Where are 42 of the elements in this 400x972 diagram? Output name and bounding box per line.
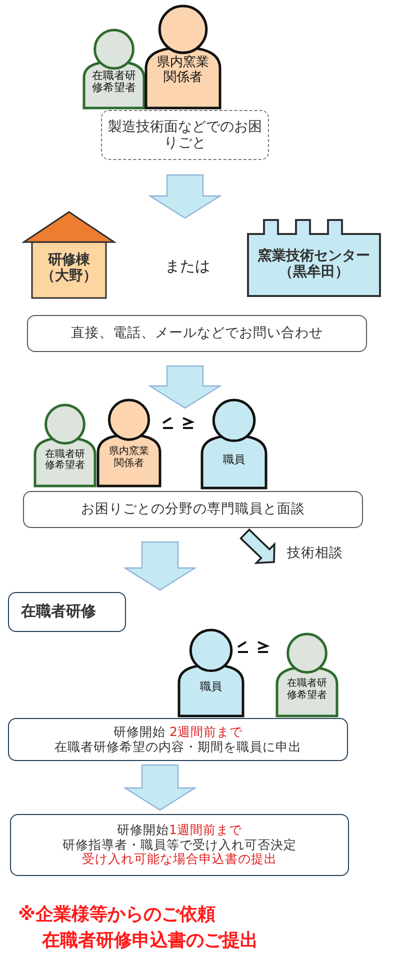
house-shape bbox=[24, 212, 114, 298]
person-figure bbox=[200, 398, 268, 488]
note-text: 在職者研修申込書のご提出 bbox=[42, 929, 258, 952]
person-label: 県内窯業関係者 bbox=[108, 446, 150, 470]
box-text: 研修開始1週間前まで bbox=[117, 823, 242, 838]
person-figure bbox=[177, 628, 245, 716]
box-text: 在職者研修 bbox=[21, 603, 96, 621]
block-arrow bbox=[122, 764, 198, 811]
box-text: お困りごとの分野の専門職員と面談 bbox=[81, 502, 305, 518]
box-text: 窯業技術センター（黒牟田） bbox=[256, 248, 371, 280]
process-box bbox=[8, 592, 126, 632]
person-label: 在職者研修希望者 bbox=[91, 70, 137, 95]
process-box bbox=[8, 718, 348, 761]
process-box bbox=[23, 491, 363, 528]
person-label: 県内窯業関係者 bbox=[156, 56, 210, 86]
block-arrow bbox=[148, 365, 222, 409]
block-arrow bbox=[240, 528, 276, 564]
box-text: 研修棟（大野） bbox=[40, 252, 98, 284]
block-arrow bbox=[122, 541, 198, 591]
caption-text: 技術相談 bbox=[286, 546, 344, 562]
person-label: 在職者研修希望者 bbox=[44, 448, 86, 472]
person-figure bbox=[275, 632, 339, 716]
person-label: 職員 bbox=[222, 454, 246, 466]
block-arrow bbox=[148, 174, 222, 219]
process-box bbox=[27, 315, 367, 352]
person-label: 職員 bbox=[199, 680, 223, 694]
person-figure bbox=[33, 403, 97, 486]
factory-shape bbox=[248, 220, 380, 296]
note-box bbox=[101, 110, 269, 160]
box-text: 製造技術面などでのお困りごと bbox=[107, 118, 263, 152]
person-figure bbox=[144, 4, 222, 108]
box-text: 直接、電話、メールなどでお問い合わせ bbox=[71, 326, 323, 342]
note-text: ※企業様等からのご依頼 bbox=[18, 903, 216, 926]
box-text: 研修指導者・職員等で受け入れ可否決定 bbox=[62, 838, 296, 852]
box-text: 研修開始 2週間前まで bbox=[114, 725, 242, 740]
person-figure bbox=[96, 398, 162, 486]
person-label: 在職者研修希望者 bbox=[286, 678, 328, 702]
person-figure bbox=[82, 28, 146, 108]
box-text: 在職者研修希望の内容・期間を職員に申出 bbox=[54, 740, 302, 754]
connector-text: または bbox=[165, 257, 210, 276]
process-box bbox=[10, 814, 349, 876]
box-text: 受け入れ可能な場合申込書の提出 bbox=[82, 852, 277, 867]
